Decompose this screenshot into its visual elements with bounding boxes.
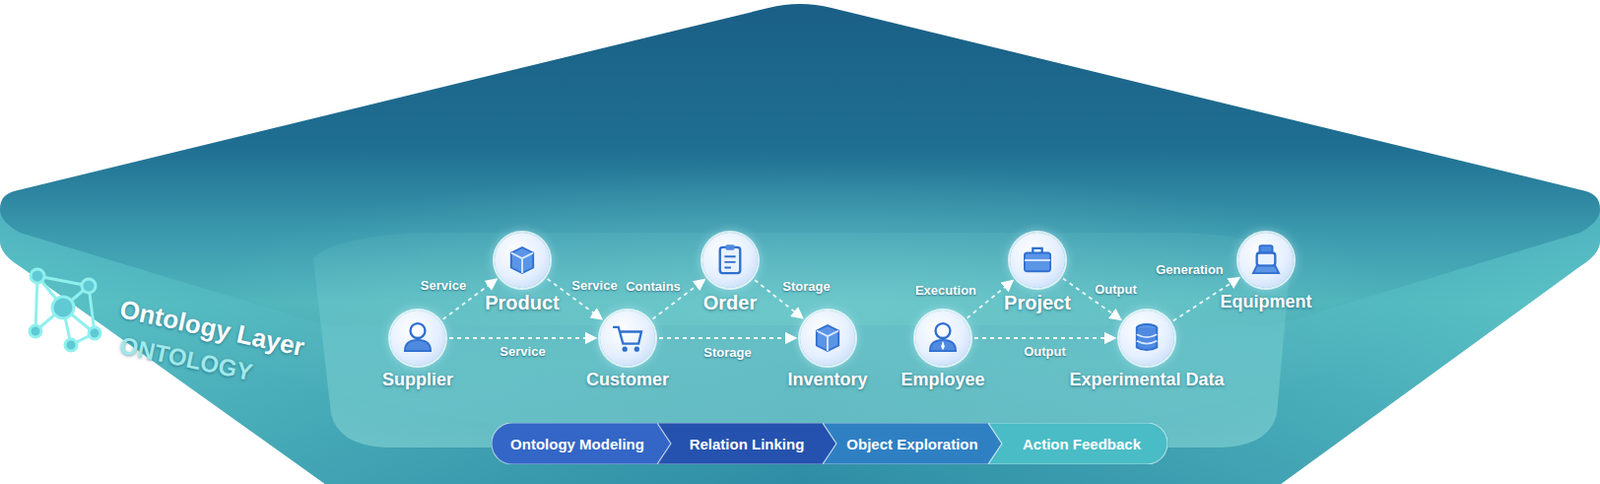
entity-node: Project <box>1009 232 1066 288</box>
entity-node: Supplier <box>390 310 446 366</box>
entity-label: Product <box>484 291 560 315</box>
entity-label: Inventory <box>787 369 867 391</box>
relation-connector <box>449 336 597 339</box>
relation-label: Output <box>1094 281 1137 297</box>
entity-icon <box>702 232 758 288</box>
relation-label: Service <box>499 343 545 359</box>
entity-node: Employee <box>915 310 971 366</box>
relation-label: Output <box>1023 343 1067 359</box>
entity-icon <box>600 310 656 366</box>
pipeline-step: Object Exploration <box>822 422 1002 465</box>
network-icon <box>29 268 101 351</box>
entity-icon <box>390 310 446 366</box>
pipeline-step: Ontology Modeling <box>491 422 671 465</box>
entity-node: Equipment <box>1238 232 1294 288</box>
entity-icon <box>1238 232 1294 288</box>
entity-icon <box>494 232 550 288</box>
pipeline-step: Relation Linking <box>657 422 837 465</box>
entity-icon <box>1009 232 1066 288</box>
step-label: Relation Linking <box>657 422 837 465</box>
entity-label: Order <box>703 291 757 315</box>
entity-label: Experimental Data <box>1068 369 1224 391</box>
relation-label: Storage <box>703 344 751 360</box>
entity-label: Equipment <box>1220 291 1313 313</box>
relation-label: Storage <box>782 278 830 294</box>
relation-label: Execution <box>915 282 977 298</box>
entity-icon <box>800 310 856 366</box>
entity-label: Supplier <box>382 369 454 391</box>
step-label: Object Exploration <box>822 422 1002 465</box>
entity-node: Inventory <box>800 310 856 366</box>
relation-connector <box>974 336 1116 339</box>
entity-node: Experimental Data <box>1119 310 1175 366</box>
entity-label: Customer <box>586 369 669 391</box>
step-label: Ontology Modeling <box>491 422 671 465</box>
entity-node: Order <box>702 232 758 288</box>
inner-plate <box>313 232 1291 448</box>
relation-label: Contains <box>625 278 681 294</box>
slab-body <box>0 3 1600 484</box>
entity-node: Customer <box>600 310 656 366</box>
entity-label: Project <box>1003 291 1071 315</box>
entity-icon <box>1119 310 1175 366</box>
relation-label: Service <box>420 277 467 293</box>
relation-label: Service <box>571 277 617 293</box>
entity-icon <box>915 310 971 366</box>
entity-label: Employee <box>900 369 985 391</box>
relation-connector <box>659 336 797 339</box>
relation-label: Generation <box>1155 262 1224 277</box>
entity-node: Product <box>494 232 550 288</box>
step-label: Action Feedback <box>988 422 1168 465</box>
pipeline-step: Action Feedback <box>988 422 1168 465</box>
